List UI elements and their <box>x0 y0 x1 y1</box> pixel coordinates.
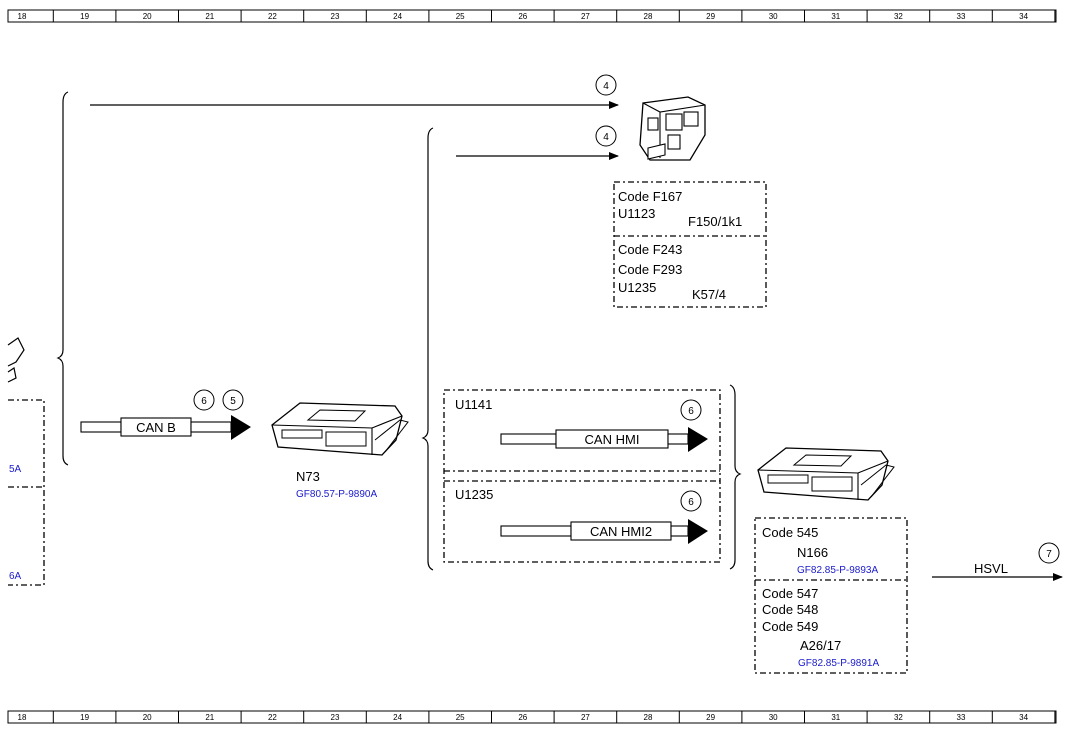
ruler-label: 22 <box>268 713 277 722</box>
can-hmi-bus: CAN HMI <box>500 427 708 452</box>
right-brace <box>729 384 742 570</box>
marker-6a-label: 6 <box>201 396 207 407</box>
ruler-label: 30 <box>769 713 778 722</box>
ruler-label: 20 <box>143 12 152 21</box>
marker-4b <box>595 125 617 147</box>
marker-5-label: 5 <box>230 396 236 407</box>
label-code-549: Code 549 <box>762 619 818 634</box>
ref-a26-17: GF82.85-P-9891A <box>798 658 879 669</box>
ruler-label: 27 <box>581 713 590 722</box>
ruler-label: 33 <box>957 713 966 722</box>
ruler-label: 20 <box>143 713 152 722</box>
ruler-frame <box>7 710 1057 724</box>
label-code-545: Code 545 <box>762 525 818 540</box>
ref-n73: GF80.57-P-9890A <box>296 489 377 500</box>
marker-6b <box>680 399 702 421</box>
ruler-label: 28 <box>644 12 653 21</box>
marker-6c-label: 6 <box>688 497 694 508</box>
ruler-label: 26 <box>518 12 527 21</box>
marker-5 <box>222 389 244 411</box>
label-code-f243: Code F243 <box>618 242 682 257</box>
left-ref-label-2: 6A <box>9 571 22 582</box>
label-n166: N166 <box>797 545 828 560</box>
ref-n166: GF82.85-P-9893A <box>797 565 878 576</box>
can-hmi2-bus: CAN HMI2 <box>500 519 708 544</box>
ruler-label: 24 <box>393 12 402 21</box>
left-partial-box <box>8 399 45 586</box>
top-ruler: 18 19 20 21 22 23 24 25 26 27 28 29 30 31 32 33 34 <box>7 9 1057 23</box>
ruler-label: 34 <box>1019 713 1028 722</box>
ruler-label: 31 <box>831 12 840 21</box>
ruler-label: 30 <box>769 12 778 21</box>
marker-6a <box>193 389 215 411</box>
ruler-label: 24 <box>393 713 402 722</box>
label-n73: N73 <box>296 469 320 484</box>
ruler-label: 29 <box>706 12 715 21</box>
control-unit-n166-icon <box>757 447 895 501</box>
ruler-label: 33 <box>957 12 966 21</box>
ruler-frame <box>7 9 1057 23</box>
ruler-label: 28 <box>644 713 653 722</box>
middle-brace <box>421 127 434 571</box>
ruler-label: 21 <box>205 12 214 21</box>
marker-7 <box>1038 542 1060 564</box>
label-a26-17: A26/17 <box>800 638 841 653</box>
ruler-label: 25 <box>456 12 465 21</box>
label-code-f293: Code F293 <box>618 262 682 277</box>
ruler-label: 23 <box>331 713 340 722</box>
left-brace <box>56 91 69 466</box>
left-partial-component: 5A 6A <box>7 337 45 586</box>
ruler-label: 32 <box>894 713 903 722</box>
relay-code-box <box>613 181 767 308</box>
label-code-547: Code 547 <box>762 586 818 601</box>
marker-6c <box>680 490 702 512</box>
relay-icon <box>639 96 706 161</box>
ruler-label: 31 <box>831 713 840 722</box>
ruler-label: 34 <box>1019 12 1028 21</box>
n166-code-box <box>754 517 908 674</box>
label-u1123: U1123 <box>618 206 655 221</box>
ruler-label: 18 <box>18 713 27 722</box>
marker-4a <box>595 74 617 96</box>
ruler-label: 22 <box>268 12 277 21</box>
marker-4b-label: 4 <box>603 132 609 143</box>
label-can-hmi: CAN HMI <box>585 432 640 447</box>
label-code-f167: Code F167 <box>618 189 682 204</box>
label-u1235-mid: U1235 <box>455 487 493 502</box>
label-u1235-top: U1235 <box>618 280 656 295</box>
ruler-label: 32 <box>894 12 903 21</box>
ruler-label: 18 <box>18 12 27 21</box>
marker-6b-label: 6 <box>688 406 694 417</box>
marker-7-label: 7 <box>1046 549 1052 560</box>
label-k57-4: K57/4 <box>692 287 726 302</box>
ruler-label: 19 <box>80 713 89 722</box>
ruler-label: 25 <box>456 713 465 722</box>
bottom-ruler: 18 19 20 21 22 23 24 25 26 27 28 29 30 31 32 33 34 <box>7 710 1057 724</box>
label-code-548: Code 548 <box>762 602 818 617</box>
marker-4a-label: 4 <box>603 81 609 92</box>
label-f150-1k1: F150/1k1 <box>688 214 742 229</box>
label-hsvl: HSVL <box>974 561 1008 576</box>
label-u1141: U1141 <box>455 397 492 412</box>
ruler-label: 19 <box>80 12 89 21</box>
ruler-label: 21 <box>205 713 214 722</box>
label-can-hmi2: CAN HMI2 <box>590 524 652 539</box>
left-ref-label-1: 5A <box>9 464 22 475</box>
label-can-b: CAN B <box>136 420 176 435</box>
can-b-bus: CAN B <box>80 415 251 440</box>
ruler-label: 27 <box>581 12 590 21</box>
ruler-label: 29 <box>706 713 715 722</box>
control-unit-n73-icon <box>271 402 409 456</box>
ruler-label: 23 <box>331 12 340 21</box>
ruler-label: 26 <box>518 713 527 722</box>
